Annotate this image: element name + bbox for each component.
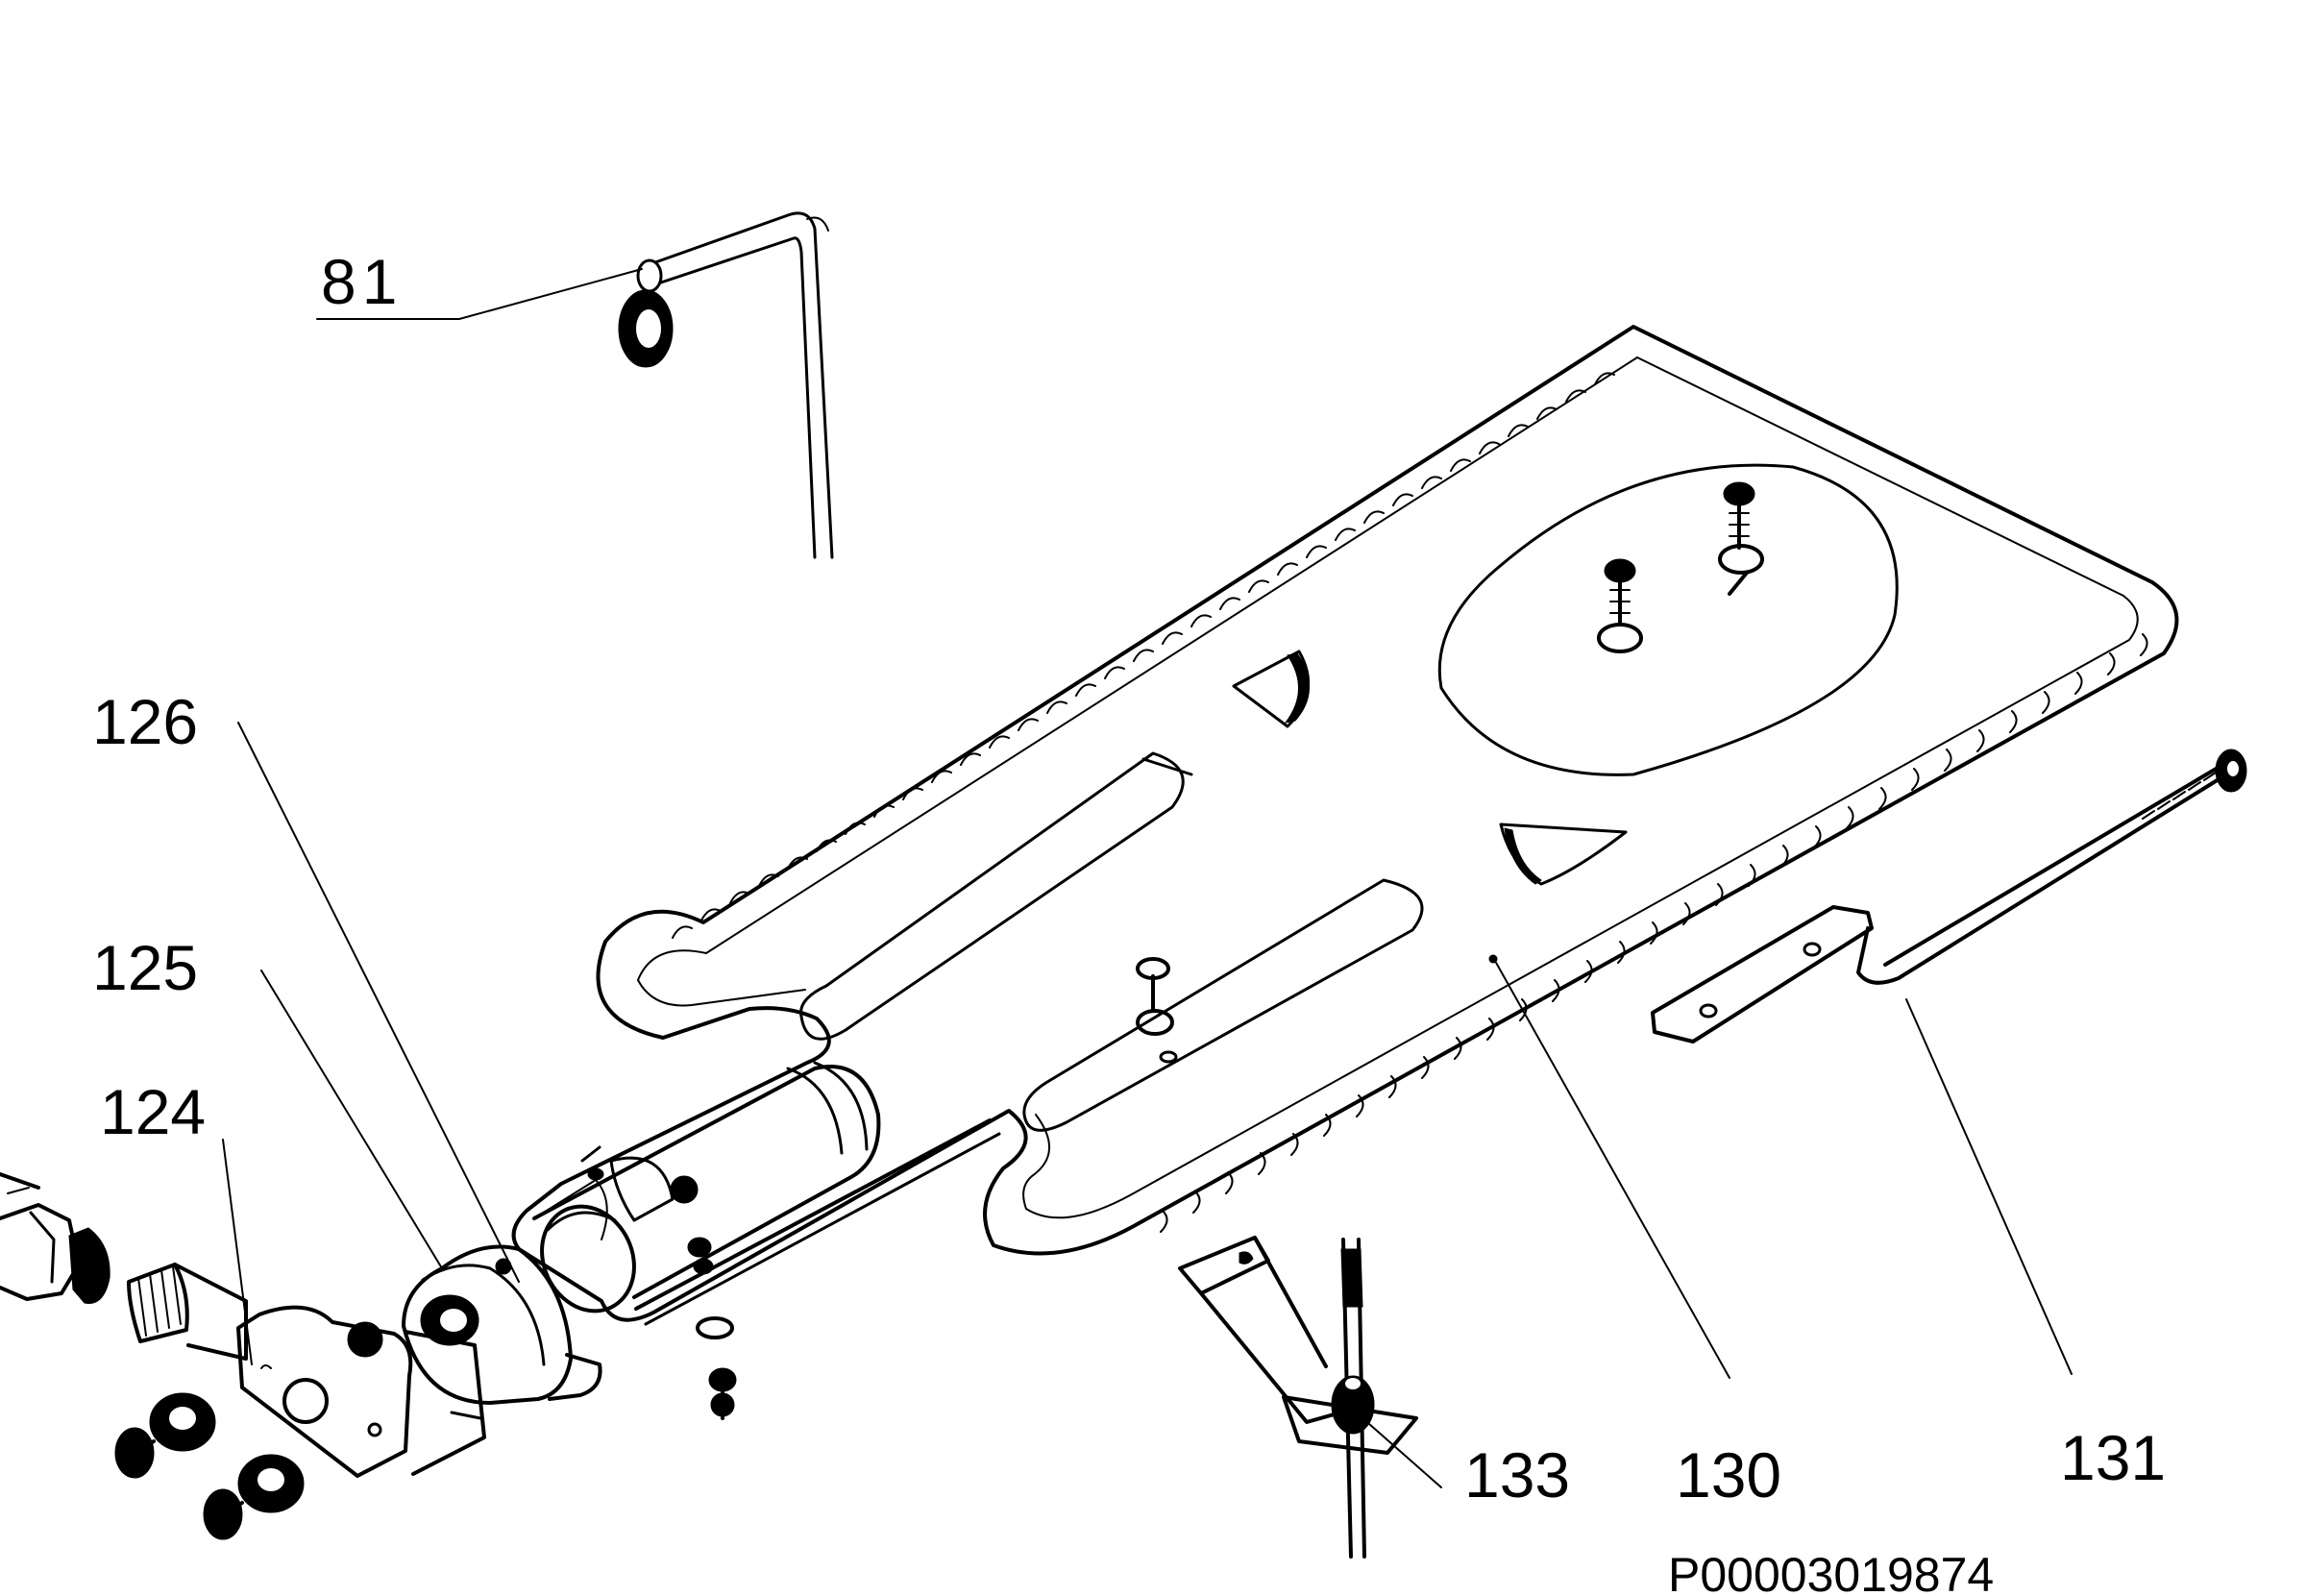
burner-ports-top <box>672 372 1615 939</box>
callout-131: 131 <box>2060 1422 2166 1493</box>
leader-131 <box>1905 998 2073 1375</box>
part-125-air-shutter <box>402 1244 602 1405</box>
callout-130: 130 <box>1676 1439 1781 1510</box>
part-131-fixing-bracket <box>1651 749 2247 1044</box>
bracket-bolt-1 <box>114 1392 216 1479</box>
center-screw <box>1136 957 1178 1064</box>
leader-124 <box>222 1139 253 1365</box>
callout-81: 81 <box>321 246 403 317</box>
leader-lines <box>222 268 2073 1488</box>
drawing-code: P00003019874 <box>1668 1548 1994 1596</box>
callout-125: 125 <box>92 932 198 1003</box>
callout-labels: 81 126 125 124 133 130 131 P00003019874 <box>92 246 2166 1596</box>
part-124-injector-bracket <box>0 1172 486 1540</box>
callout-124: 124 <box>100 1076 206 1147</box>
part-133-electrode-bracket <box>1178 1236 1418 1559</box>
venturi-screw <box>696 1316 737 1420</box>
plate-screw-1 <box>1597 558 1643 653</box>
leader-133 <box>1360 1415 1442 1488</box>
bracket-bolt-2 <box>203 1454 305 1540</box>
burner-ports-bottom <box>1160 633 2148 1233</box>
leader-81 <box>316 268 643 320</box>
leader-126 <box>237 722 520 1283</box>
callout-133: 133 <box>1464 1439 1570 1510</box>
part-130-burner-body <box>511 325 2179 1420</box>
callout-126: 126 <box>92 686 198 757</box>
part-81-gas-pipe <box>618 211 834 559</box>
leader-130 <box>1494 960 1730 1379</box>
venturi-tube <box>532 1061 1001 1326</box>
leader-125 <box>260 970 443 1269</box>
plate-screw-2 <box>1718 481 1764 596</box>
